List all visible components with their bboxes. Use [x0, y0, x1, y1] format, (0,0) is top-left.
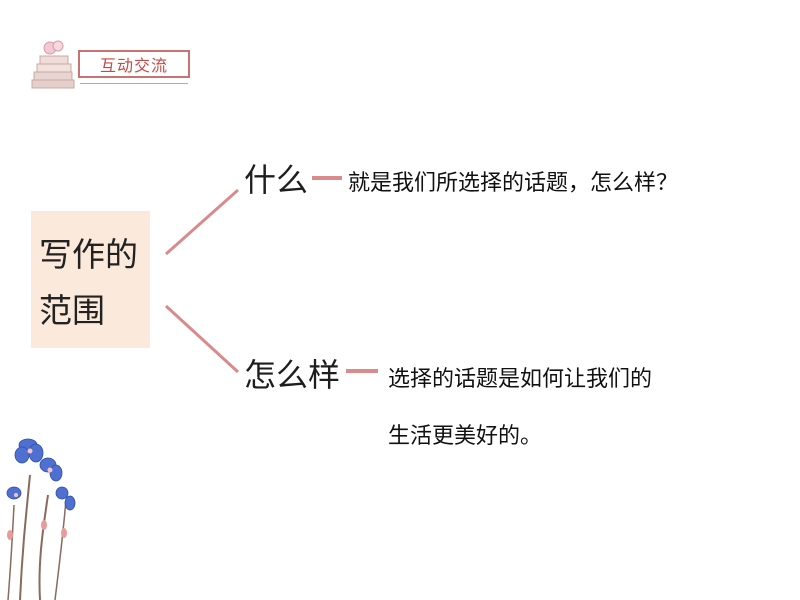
branch-description-how-line-1: 选择的话题是如何让我们的	[388, 367, 653, 392]
branch-description-how-line-2: 生活更美好的。	[388, 424, 543, 449]
badge-underline	[80, 82, 188, 84]
connector-topic-to-branch-1	[165, 188, 239, 256]
topic-box: 写作的 范围	[31, 211, 150, 348]
branch-description-what: 就是我们所选择的话题，怎么样？	[348, 171, 679, 196]
branch-label-how: 怎么样	[244, 356, 341, 394]
topic-line-2: 范围	[39, 291, 105, 330]
books-icon	[31, 40, 75, 89]
section-badge-label: 互动交流	[99, 56, 168, 75]
branch-label-what: 什么	[244, 161, 309, 199]
topic-line-1: 写作的	[39, 235, 138, 274]
flower-icon	[6, 438, 76, 600]
connector-topic-to-branch-2	[164, 304, 240, 374]
section-badge: 互动交流	[78, 50, 190, 84]
topic-title: 写作的 范围	[39, 227, 149, 339]
header-badge-group: 互动交流	[28, 38, 190, 98]
